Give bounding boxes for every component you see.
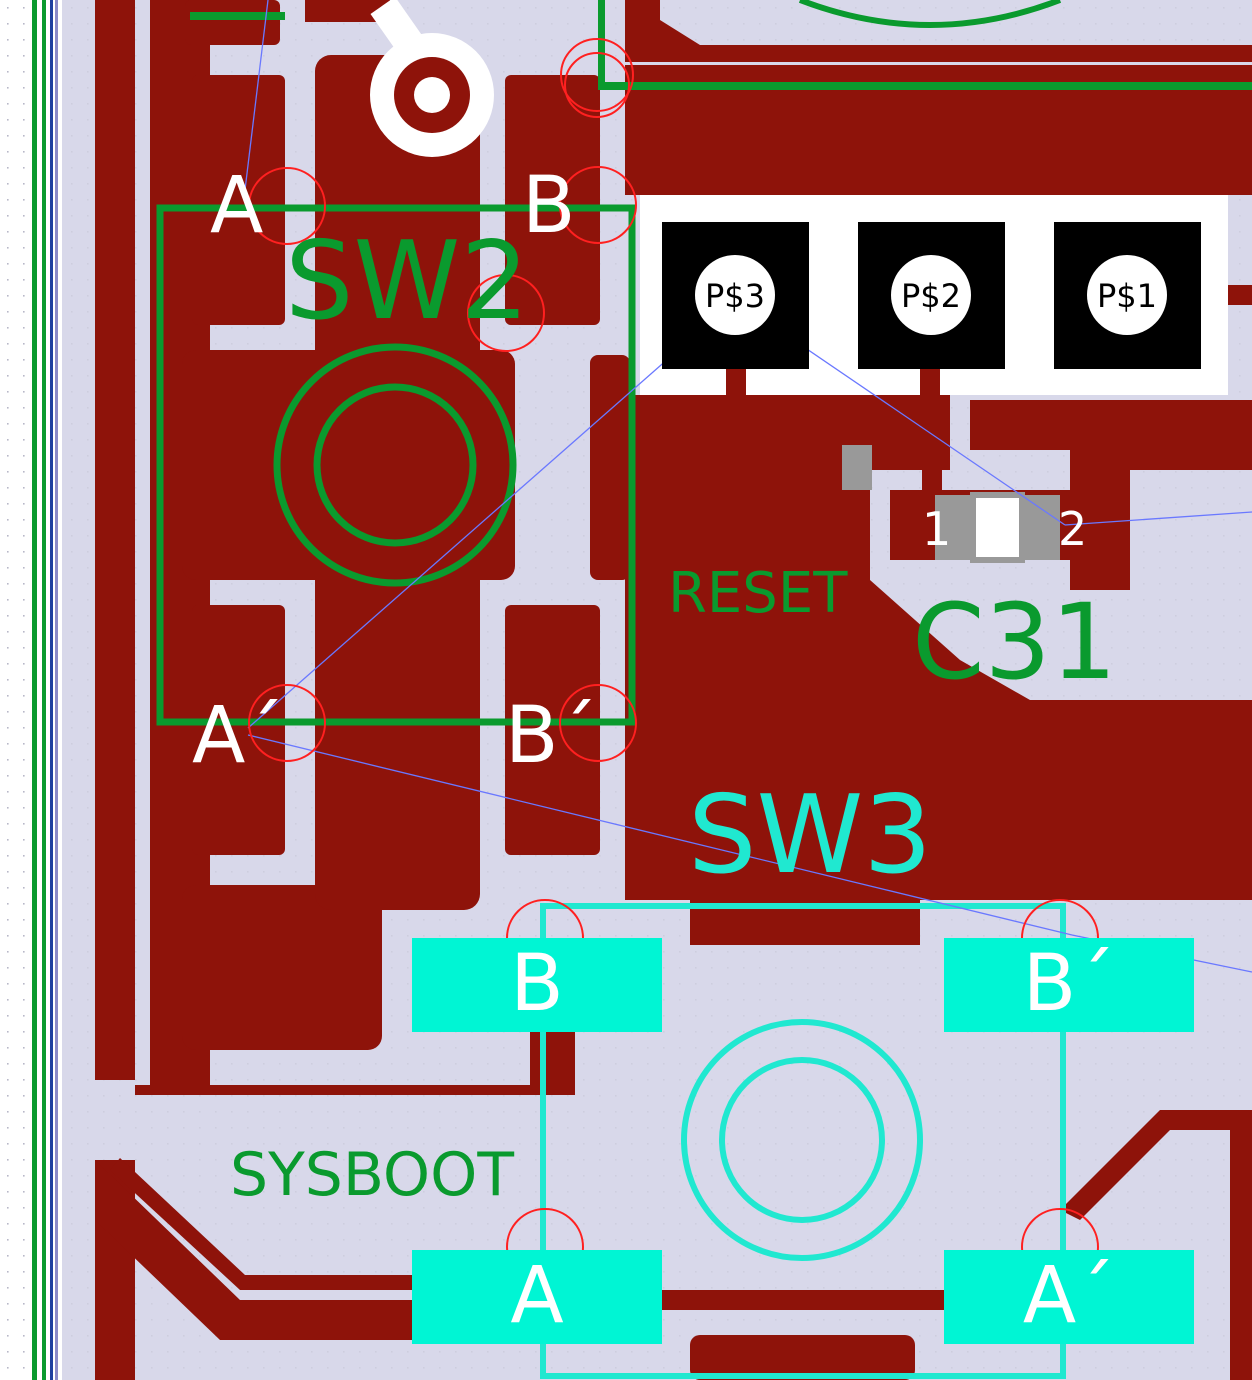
workspace-grid — [0, 0, 32, 1380]
header-pads: P$3 P$2 P$1 — [662, 222, 1201, 369]
header-pad-label: P$2 — [901, 277, 961, 315]
sw3-pad-bp: B´ — [944, 938, 1194, 1032]
switch-sw3-outline — [540, 903, 1066, 1379]
sw3-pad-ap: A´ — [944, 1250, 1194, 1344]
label-c31: C31 — [912, 581, 1117, 703]
sw3-pad-label: A — [510, 1251, 563, 1341]
c31-pin-2: 2 — [1058, 502, 1087, 556]
sw2-pin-a: A — [210, 161, 263, 251]
label-reset: RESET — [668, 561, 848, 626]
sw2-pin-b-prime: B´ — [505, 691, 598, 781]
sw3-pad-label: B´ — [1023, 939, 1116, 1029]
sw3-pad-a: A — [412, 1250, 662, 1344]
copper-layer — [95, 0, 1252, 1380]
capacitor-c31 — [842, 445, 1060, 563]
label-sw2: SW2 — [285, 219, 529, 344]
sw3-pad-label: B — [510, 939, 564, 1029]
label-sw3: SW3 — [688, 773, 932, 898]
board-edge-lines — [32, 0, 58, 1380]
sw3-pad-label: A´ — [1023, 1251, 1115, 1341]
switch-sw2-outline — [156, 204, 636, 726]
header-pad-p1: P$1 — [1054, 222, 1201, 369]
silkscreen-labels: SW2 SW3 C31 RESET SYSBOOT R7 A B A´ B´ 1… — [192, 161, 1117, 1210]
label-sysboot: SYSBOOT — [230, 1140, 514, 1210]
sw2-pin-b: B — [522, 161, 576, 251]
sw3-pad-b: B — [412, 938, 662, 1032]
header-pad-p2: P$2 — [858, 222, 1005, 369]
header-pad-label: P$3 — [705, 277, 765, 315]
header-pad-label: P$1 — [1097, 277, 1157, 315]
sw2-pin-a-prime: A´ — [192, 691, 284, 781]
sw3-pads: B B´ A A´ — [412, 938, 1194, 1344]
via-top — [370, 0, 494, 157]
c31-pin-1: 1 — [922, 502, 951, 556]
header-pad-p3: P$3 — [662, 222, 809, 369]
